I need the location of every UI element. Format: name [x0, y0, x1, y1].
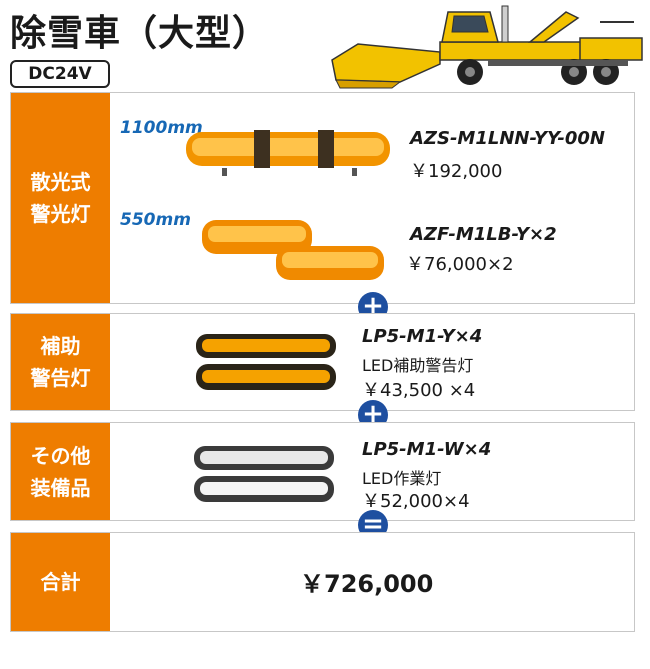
- section-beacon-lights: 散光式 警光灯: [10, 92, 635, 304]
- product-price: ￥192,000: [410, 161, 503, 182]
- product-price: ￥43,500 ×4: [362, 380, 476, 401]
- product-model: AZF-M1LB-Y×2: [410, 224, 557, 245]
- led-warning-light-image: [196, 334, 336, 390]
- product-price: ￥52,000×4: [362, 491, 470, 512]
- light-length: 550mm: [120, 210, 191, 230]
- product-description: LED補助警告灯: [362, 356, 474, 375]
- led-work-light-image: [194, 446, 334, 502]
- lightbar-1100mm-image: [186, 130, 390, 176]
- voltage-badge: DC24V: [10, 60, 110, 88]
- section-other-equipment: その他 装備品: [10, 422, 635, 521]
- total-price: ￥726,000: [300, 570, 434, 598]
- product-price: ￥76,000×2: [406, 254, 514, 275]
- label-text: その他 装備品: [30, 443, 91, 500]
- snowplow-truck-illustration: [331, 5, 643, 89]
- section-label: 合計: [11, 533, 110, 631]
- lightbar-550mm-image: [202, 220, 384, 280]
- product-model: LP5-M1-Y×4: [362, 326, 483, 347]
- section-total: 合計: [10, 532, 635, 632]
- product-model: LP5-M1-W×4: [362, 439, 492, 460]
- page-title: 除雪車（大型）: [10, 13, 270, 54]
- light-length: 1100mm: [120, 118, 203, 138]
- section-label: その他 装備品: [11, 423, 110, 520]
- product-model: AZS-M1LNN-YY-00N: [410, 128, 605, 149]
- label-text: 合計: [40, 570, 81, 594]
- label-text: 散光式 警光灯: [30, 170, 91, 226]
- section-label: 補助 警告灯: [11, 314, 110, 410]
- section-auxiliary-lights: 補助 警告灯: [10, 313, 635, 411]
- product-description: LED作業灯: [362, 469, 442, 488]
- label-text: 補助 警告灯: [30, 334, 91, 390]
- section-label: 散光式 警光灯: [11, 93, 110, 303]
